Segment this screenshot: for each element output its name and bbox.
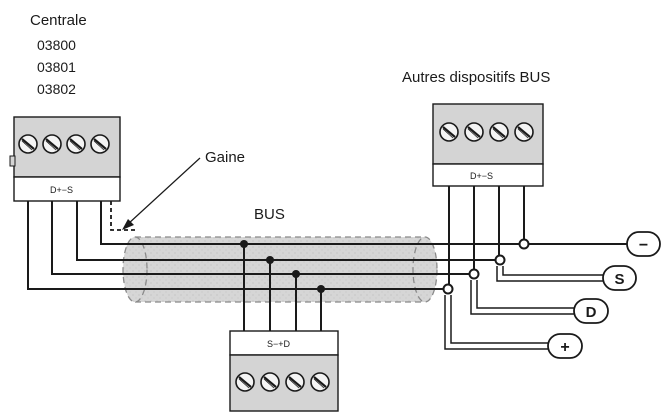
other-screw-1 [438,121,460,143]
signal-plus-badge: + [547,333,583,359]
junction-dot [317,285,325,293]
signal-minus-badge: − [626,231,661,257]
signal-d-badge: D [573,298,609,324]
junction-dot [240,240,248,248]
other-devices-title: Autres dispositifs BUS [402,69,550,86]
wire-d [51,201,474,275]
wire-s [76,201,500,261]
bottom-screw-4 [309,371,331,393]
sheath-label: Gaine [205,149,245,166]
junction-dot [292,270,300,278]
signal-s-label: S [614,271,624,288]
central-screw-4 [89,133,111,155]
central-title: Centrale [30,12,87,29]
ring-terminal [494,254,506,266]
central-terminal-label: D+−S [50,185,73,195]
junction-dots [240,240,325,293]
central-sheath-wire [110,201,138,231]
signal-plus-label: + [560,339,569,356]
central-screw-1 [17,133,39,155]
other-device-terminal-block: D+−S [432,103,544,187]
wire-plus [27,201,448,290]
central-code-2: 03801 [37,59,76,75]
other-screw-3 [488,121,510,143]
central-screw-3 [65,133,87,155]
ring-terminal [468,268,480,280]
ring-terminal [442,283,454,295]
bus-label: BUS [254,206,285,223]
bottom-screw-2 [259,371,281,393]
other-screw-2 [463,121,485,143]
ring-terminal [518,238,530,250]
bottom-screw-1 [234,371,256,393]
central-terminal-block: D+−S [9,116,121,202]
bus-wires [27,186,640,331]
signal-s-badge: S [602,265,637,291]
central-code-3: 03802 [37,81,76,97]
other-device-terminal-label: D+−S [470,171,493,181]
bottom-device-terminal-block: S−+D [229,330,339,412]
signal-d-label: D [586,304,597,321]
central-screw-2 [41,133,63,155]
bottom-screw-3 [284,371,306,393]
ring-terminals [442,238,530,295]
signal-leads [444,266,603,350]
wire-minus [100,201,640,245]
bottom-device-terminal-label: S−+D [267,339,291,349]
signal-minus-label: − [639,237,648,254]
bus-sheath [122,236,438,303]
junction-dot [266,256,274,264]
central-code-1: 03800 [37,37,76,53]
other-screw-4 [513,121,535,143]
sheath-pointer-arrow [122,157,201,230]
